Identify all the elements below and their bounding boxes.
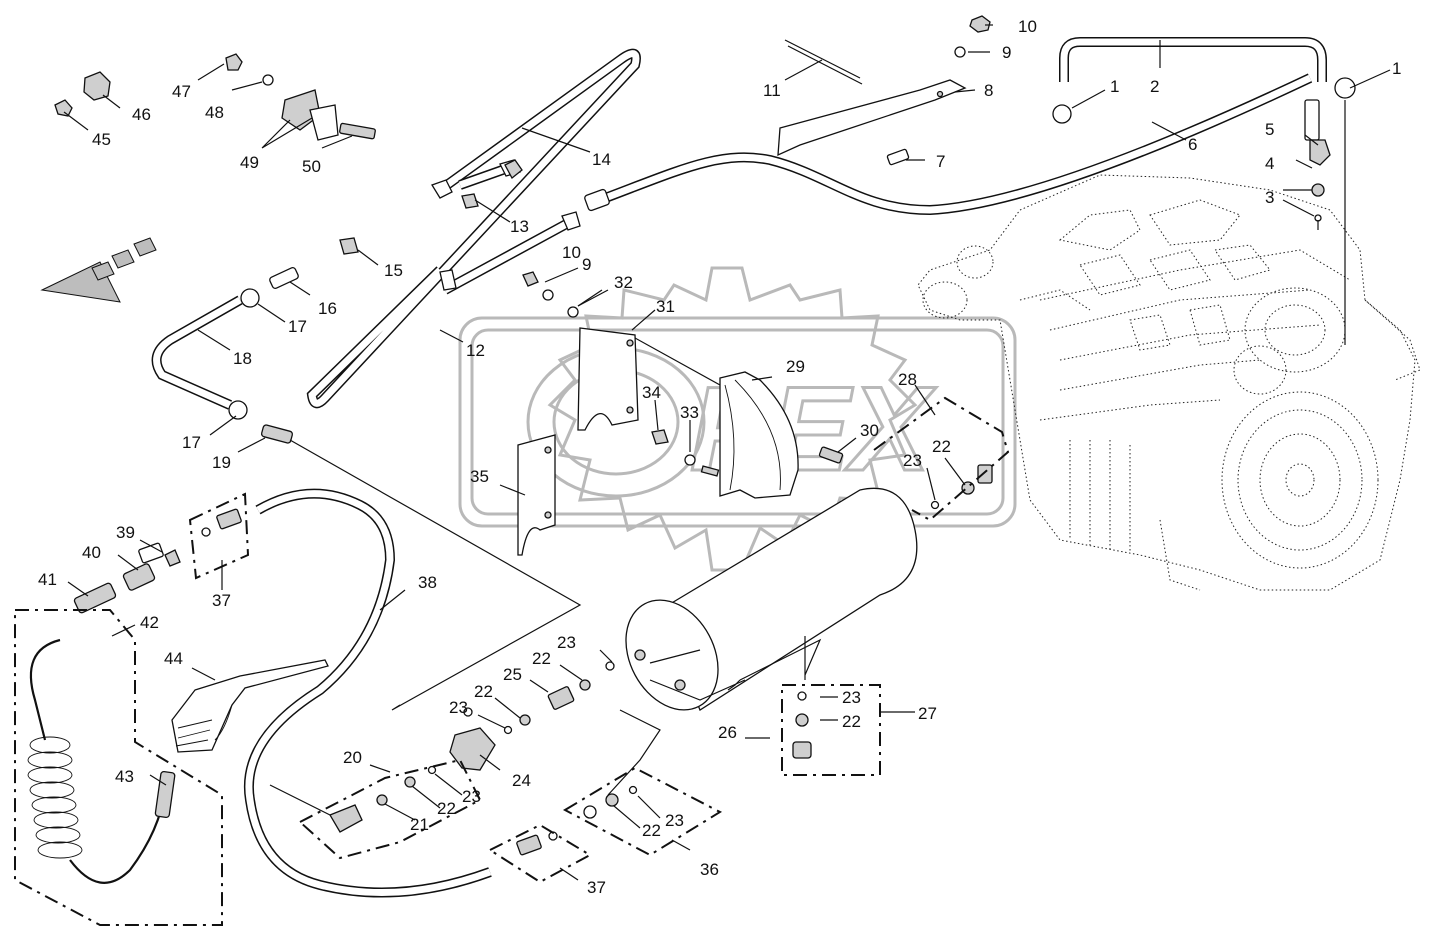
label-12: 12	[466, 341, 485, 360]
label-23-tankend: 23	[557, 633, 576, 652]
label-3: 3	[1265, 188, 1274, 207]
group-20	[298, 758, 482, 860]
label-24: 24	[512, 771, 531, 790]
pipe-6	[598, 73, 1313, 216]
label-7: 7	[936, 152, 945, 171]
label-19: 19	[212, 453, 231, 472]
label-48: 48	[205, 103, 224, 122]
label-26: 26	[718, 723, 737, 742]
label-14: 14	[592, 150, 611, 169]
label-29: 29	[786, 357, 805, 376]
label-10-mid: 10	[562, 243, 581, 262]
bracket-35	[517, 434, 556, 556]
label-1-right: 1	[1392, 59, 1401, 78]
label-18: 18	[233, 349, 252, 368]
label-22-group36: 22	[642, 821, 661, 840]
label-45: 45	[92, 130, 111, 149]
direction-arrow-icon	[40, 237, 157, 303]
label-8: 8	[984, 81, 993, 100]
leader-lines	[63, 24, 1391, 881]
label-27: 27	[918, 704, 937, 723]
bracket-8	[777, 79, 967, 157]
label-22-group20: 22	[437, 799, 456, 818]
label-5: 5	[1265, 120, 1274, 139]
label-17-top: 17	[288, 317, 307, 336]
label-44: 44	[164, 649, 183, 668]
label-49: 49	[240, 153, 259, 172]
label-43: 43	[115, 767, 134, 786]
label-23-engine: 23	[903, 451, 922, 470]
label-39: 39	[116, 523, 135, 542]
label-41: 41	[38, 570, 57, 589]
label-22-valve: 22	[474, 682, 493, 701]
label-38: 38	[418, 573, 437, 592]
bracket-31	[577, 327, 639, 431]
label-46: 46	[132, 105, 151, 124]
strap-29	[719, 371, 799, 499]
label-11: 11	[763, 81, 781, 100]
label-9-top: 9	[1002, 43, 1011, 62]
label-23-group36: 23	[665, 811, 684, 830]
group-37-upper	[188, 492, 250, 580]
label-13: 13	[510, 217, 529, 236]
group-36	[562, 766, 723, 857]
label-42: 42	[140, 613, 159, 632]
group-27	[781, 684, 881, 776]
group-42	[14, 609, 223, 926]
label-36: 36	[700, 860, 719, 879]
label-22-engine: 22	[932, 437, 951, 456]
label-31: 31	[656, 297, 675, 316]
label-34: 34	[642, 383, 661, 402]
air-tank	[625, 487, 918, 711]
label-23-valve: 23	[449, 698, 468, 717]
label-9-mid: 9	[582, 255, 591, 274]
hose-38	[243, 488, 492, 898]
group-28	[873, 396, 1010, 522]
label-23-group27: 23	[842, 688, 861, 707]
label-33: 33	[680, 403, 699, 422]
blow-gun	[171, 659, 329, 753]
label-10-top: 10	[1018, 17, 1037, 36]
label-40: 40	[82, 543, 101, 562]
label-25: 25	[503, 665, 522, 684]
part-labels: 10 9 8 11 7 2 1 1 6 5 4 3 46 45 47 48 49…	[38, 17, 1401, 897]
fasteners	[54, 15, 1356, 856]
label-37-bottom: 37	[587, 878, 606, 897]
label-30: 30	[860, 421, 879, 440]
label-2: 2	[1150, 77, 1159, 96]
label-20: 20	[343, 748, 362, 767]
label-1-left: 1	[1110, 77, 1119, 96]
label-47: 47	[172, 82, 191, 101]
spiral-hose	[27, 638, 176, 884]
label-17-bottom: 17	[182, 433, 201, 452]
label-28: 28	[898, 370, 917, 389]
label-35: 35	[470, 467, 489, 486]
label-15: 15	[384, 261, 403, 280]
label-22-tankend: 22	[532, 649, 551, 668]
label-16: 16	[318, 299, 337, 318]
label-4: 4	[1265, 154, 1274, 173]
label-21: 21	[410, 815, 429, 834]
label-23-group20: 23	[462, 787, 481, 806]
label-50: 50	[302, 157, 321, 176]
engine-drawing	[917, 174, 1421, 591]
group-37-lower	[487, 823, 593, 884]
label-6: 6	[1188, 135, 1197, 154]
hose-2	[1059, 37, 1150, 82]
label-22-group27: 22	[842, 712, 861, 731]
label-32: 32	[614, 273, 633, 292]
cable-tie-11	[784, 39, 861, 79]
label-37-top: 37	[212, 591, 231, 610]
